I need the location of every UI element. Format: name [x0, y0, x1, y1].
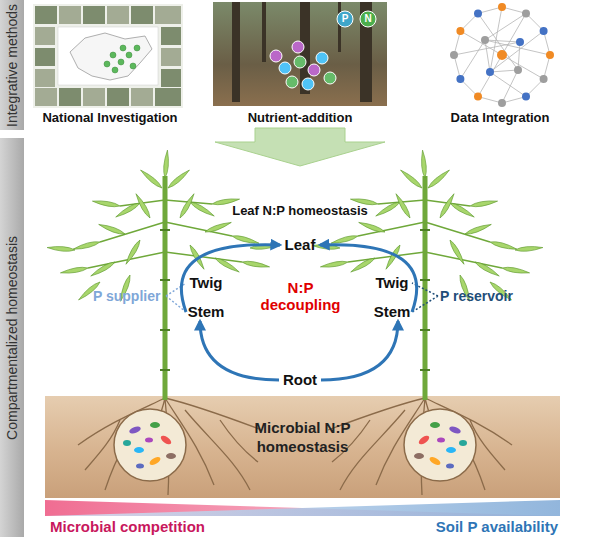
- section-band: Compartmentalized homeostasis: [0, 138, 24, 537]
- role-label: P supplier: [93, 288, 168, 304]
- network-nodes: [450, 9, 548, 107]
- network-links: [454, 7, 550, 103]
- plot-marker: [270, 50, 282, 62]
- nutrient-symbol: N: [360, 12, 376, 26]
- map-outline: [70, 33, 152, 80]
- method-caption: Data Integration: [425, 110, 575, 125]
- network-nodes: [456, 9, 547, 100]
- organ-node: Stem: [186, 303, 226, 321]
- section-label: Compartmentalized homeostasis: [4, 236, 20, 440]
- gradient-label: Soil P availability: [380, 518, 558, 535]
- organ-node: Twig: [186, 274, 226, 292]
- forest-photo: [213, 2, 387, 106]
- plot-marker: [308, 64, 320, 76]
- plot-marker: [316, 52, 328, 64]
- plot-marker: [324, 72, 336, 84]
- organ-node: Stem: [372, 303, 412, 321]
- plot-marker: [279, 62, 291, 74]
- photo-thumbnails: [35, 6, 181, 106]
- leader-line: [166, 283, 186, 312]
- cycle-arrow: [181, 245, 280, 312]
- organ-label: Twig: [375, 274, 408, 292]
- flow-arrow: [215, 128, 385, 166]
- soil-label: Microbial N:P homeostasis: [240, 418, 365, 456]
- leader-line: [412, 283, 438, 312]
- method-caption: National Investigation: [30, 110, 190, 125]
- gradient-wedge: [45, 500, 560, 516]
- organ-label: Leaf: [285, 236, 316, 254]
- organ-label: Stem: [374, 303, 411, 321]
- soil-band: Microbial N:P homeostasis: [45, 396, 560, 498]
- organ-label: Stem: [188, 303, 225, 321]
- plot-marker: [286, 76, 298, 88]
- center-label: N:P decoupling: [258, 279, 343, 313]
- cycle-arrow: [321, 321, 398, 380]
- organ-label: Root: [283, 371, 317, 389]
- tree-trunks: [232, 2, 372, 102]
- gradient-wedge: [45, 500, 560, 516]
- organ-label: Twig: [189, 274, 222, 292]
- section-label: Integrative methods: [4, 4, 20, 127]
- organ-node: Root: [279, 371, 321, 389]
- organ-node: Leaf: [280, 236, 320, 254]
- method-caption: Nutrient-addition: [220, 110, 380, 125]
- section-band: Integrative methods: [0, 0, 24, 130]
- nutrient-badge: [360, 11, 376, 27]
- plot-marker: [292, 41, 304, 53]
- role-label: P reservoir: [440, 288, 535, 304]
- nutrient-symbol: P: [337, 12, 353, 26]
- plot-marker: [302, 78, 314, 90]
- site-dots: [104, 45, 140, 73]
- nutrient-badge: [337, 11, 353, 27]
- plot-marker: [294, 56, 306, 68]
- section-title: Leaf N:P homeostasis: [200, 203, 400, 218]
- cycle-arrow: [200, 321, 279, 380]
- photo-thumbnails: [35, 6, 181, 106]
- map-panel: [58, 27, 158, 85]
- gradient-label: Microbial competition: [50, 518, 290, 535]
- organ-node: Twig: [372, 274, 412, 292]
- network-nodes: [456, 3, 554, 101]
- photo-collage: [33, 4, 183, 108]
- cycle-arrow: [320, 245, 417, 312]
